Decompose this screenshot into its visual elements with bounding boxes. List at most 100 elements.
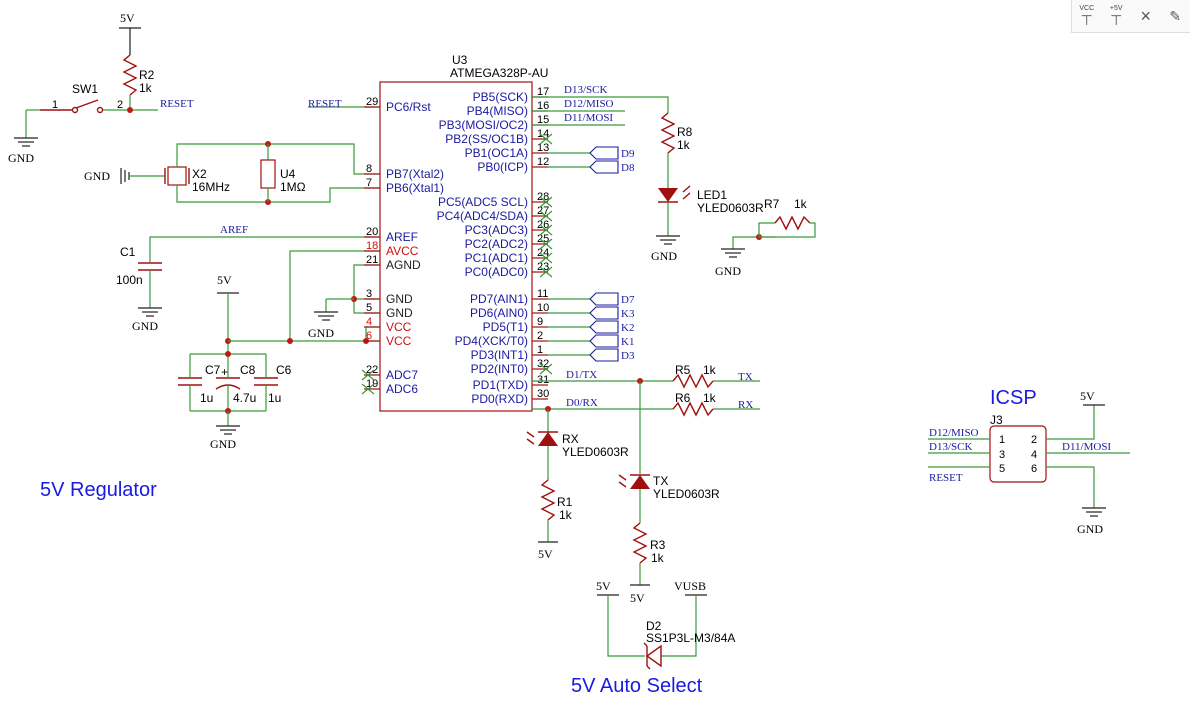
mcu-pin-number: 27	[537, 205, 549, 217]
pen-tool-button[interactable]: ✎	[1164, 3, 1186, 29]
mcu-body	[379, 81, 533, 412]
crystal-circuit: GND X2 16MHz U4 1MΩ	[84, 141, 380, 205]
net-flag-k1	[589, 334, 619, 348]
mcu-pin-name: PC4(ADC4/SDA)	[437, 209, 528, 223]
net-reset-top: RESET	[160, 98, 194, 110]
mcu-pin-name: PB3(MOSI/OC2)	[439, 118, 528, 132]
resistor-r3[interactable]: R3 1k	[632, 522, 666, 565]
svg-text:C1: C1	[120, 245, 136, 259]
mcu-pin-name: VCC	[386, 334, 412, 348]
svg-text:1k: 1k	[703, 363, 717, 377]
net-rx: RX	[738, 399, 753, 411]
net-d13-sck: D13/SCK	[564, 84, 607, 96]
led-rx[interactable]: RX YLED0603R	[526, 431, 629, 459]
resistor-u4[interactable]: U4 1MΩ	[260, 144, 306, 202]
power-toolbar: VCC ⊤ +5V ⊤ × ✎	[1071, 0, 1190, 33]
gnd-label-icsp: GND	[1077, 522, 1103, 536]
mcu-pin-name: AREF	[386, 230, 418, 244]
gnd-label-mcu: GND	[308, 326, 334, 340]
net-icsp-reset: RESET	[929, 472, 963, 484]
resistor-r7[interactable]: R7 1k	[758, 197, 816, 238]
mcu-pin-name: PB4(MISO)	[467, 104, 528, 118]
resistor-r1[interactable]: R1 1k	[540, 479, 573, 522]
resistor-r2[interactable]: R2 1k	[122, 54, 155, 110]
mcu-pin-number: 5	[366, 302, 372, 314]
mcu-pin-name: PC2(ADC2)	[465, 237, 528, 251]
mcu-pin-number: 25	[537, 233, 549, 245]
resistor-r8[interactable]: R8 1k	[660, 112, 693, 154]
svg-text:1k: 1k	[703, 391, 717, 405]
power-5v-r1: 5V	[538, 547, 553, 561]
power-5v-icsp: 5V	[1080, 389, 1095, 403]
net-flag-d7	[589, 292, 619, 306]
mcu-pin-number: 23	[537, 261, 549, 273]
gnd-label-x2: GND	[84, 169, 110, 183]
switch-sw1[interactable]: SW1 1 2	[40, 82, 158, 114]
supply-decoupling: 5V C7 1u + C8 4.7u	[178, 250, 380, 451]
gnd-label-r7: GND	[715, 264, 741, 278]
resistor-r5[interactable]: R5 1k	[672, 363, 717, 389]
diode-d2[interactable]: D2 SS1P3L-M3/84A	[643, 619, 735, 670]
uart-circuit: D1/TX D0/RX R5 1k R6 1k TX RX RX YLED060…	[526, 363, 760, 605]
icsp-title: ICSP	[990, 387, 1037, 409]
gnd-label-c1: GND	[132, 319, 158, 333]
plus5v-power-icon: ⊤	[1110, 12, 1123, 28]
mcu-pin-name: PB1(OC1A)	[465, 146, 528, 160]
svg-text:R1: R1	[557, 495, 573, 509]
connector-j3[interactable]	[989, 425, 1047, 483]
svg-text:1k: 1k	[139, 81, 153, 95]
capacitor-c7[interactable]: C7 1u	[178, 363, 221, 405]
no-connect-marker	[539, 210, 553, 222]
svg-text:SW1: SW1	[72, 82, 98, 96]
resistor-r6[interactable]: R6 1k	[672, 391, 717, 417]
svg-text:YLED0603R: YLED0603R	[653, 487, 720, 501]
plus5v-tool-button[interactable]: +5V ⊤	[1109, 5, 1123, 28]
capacitor-c6[interactable]: C6 1u	[254, 363, 292, 405]
svg-text:C6: C6	[276, 363, 292, 377]
svg-text:1k: 1k	[559, 508, 573, 522]
mcu-pin-number: 32	[537, 358, 549, 370]
svg-text:LED1: LED1	[697, 188, 727, 202]
svg-text:1k: 1k	[677, 138, 691, 152]
mcu-pin-name: PD4(XCK/T0)	[455, 334, 528, 348]
no-connect-marker	[539, 224, 553, 236]
mcu-pin-number: 26	[537, 219, 549, 231]
mcu-pin-number: 20	[366, 226, 378, 238]
vcc-tool-button[interactable]: VCC ⊤	[1079, 5, 1095, 28]
net-flag-k2	[589, 320, 619, 334]
led-tx[interactable]: TX YLED0603R	[618, 474, 720, 501]
mcu-pin-number: 19	[366, 378, 378, 390]
crystal-x2[interactable]: X2 16MHz	[164, 166, 230, 194]
mcu-pin-name: PB5(SCK)	[473, 90, 528, 104]
no-connect-tool-button[interactable]: ×	[1135, 3, 1157, 29]
title-5v-auto-select: 5V Auto Select	[571, 675, 703, 697]
net-flag-label-d3: D3	[621, 350, 635, 362]
svg-text:C7: C7	[205, 363, 221, 377]
led-led1[interactable]: LED1 YLED0603R	[658, 185, 764, 215]
capacitor-c8[interactable]: + C8 4.7u	[215, 363, 256, 405]
net-icsp-miso: D12/MISO	[929, 427, 979, 439]
mcu-pin-name: PD7(AIN1)	[470, 292, 528, 306]
capacitor-c1[interactable]: C1 100n	[116, 245, 162, 308]
svg-text:R3: R3	[650, 538, 666, 552]
net-icsp-mosi: D11/MOSI	[1062, 441, 1111, 453]
mcu-pin-number: 16	[537, 100, 549, 112]
svg-text:100n: 100n	[116, 273, 143, 287]
no-connect-marker	[539, 196, 553, 208]
mcu-pin-number: 17	[537, 86, 549, 98]
net-d1-tx: D1/TX	[566, 369, 597, 381]
gnd-label-sw1: GND	[8, 151, 34, 165]
mcu-pin-name: PC6/Rst	[386, 100, 431, 114]
svg-text:ATMEGA328P-AU: ATMEGA328P-AU	[450, 66, 548, 80]
mcu-pin-name: PB2(SS/OC1B)	[445, 132, 528, 146]
mcu-pin-number: 14	[537, 128, 549, 140]
pen-icon: ✎	[1169, 8, 1182, 24]
net-flag-k3	[589, 306, 619, 320]
power-5v-label: 5V	[120, 11, 135, 25]
mcu-pin-number: 4	[366, 316, 372, 328]
no-connect-marker	[539, 238, 553, 250]
svg-text:1u: 1u	[200, 391, 213, 405]
